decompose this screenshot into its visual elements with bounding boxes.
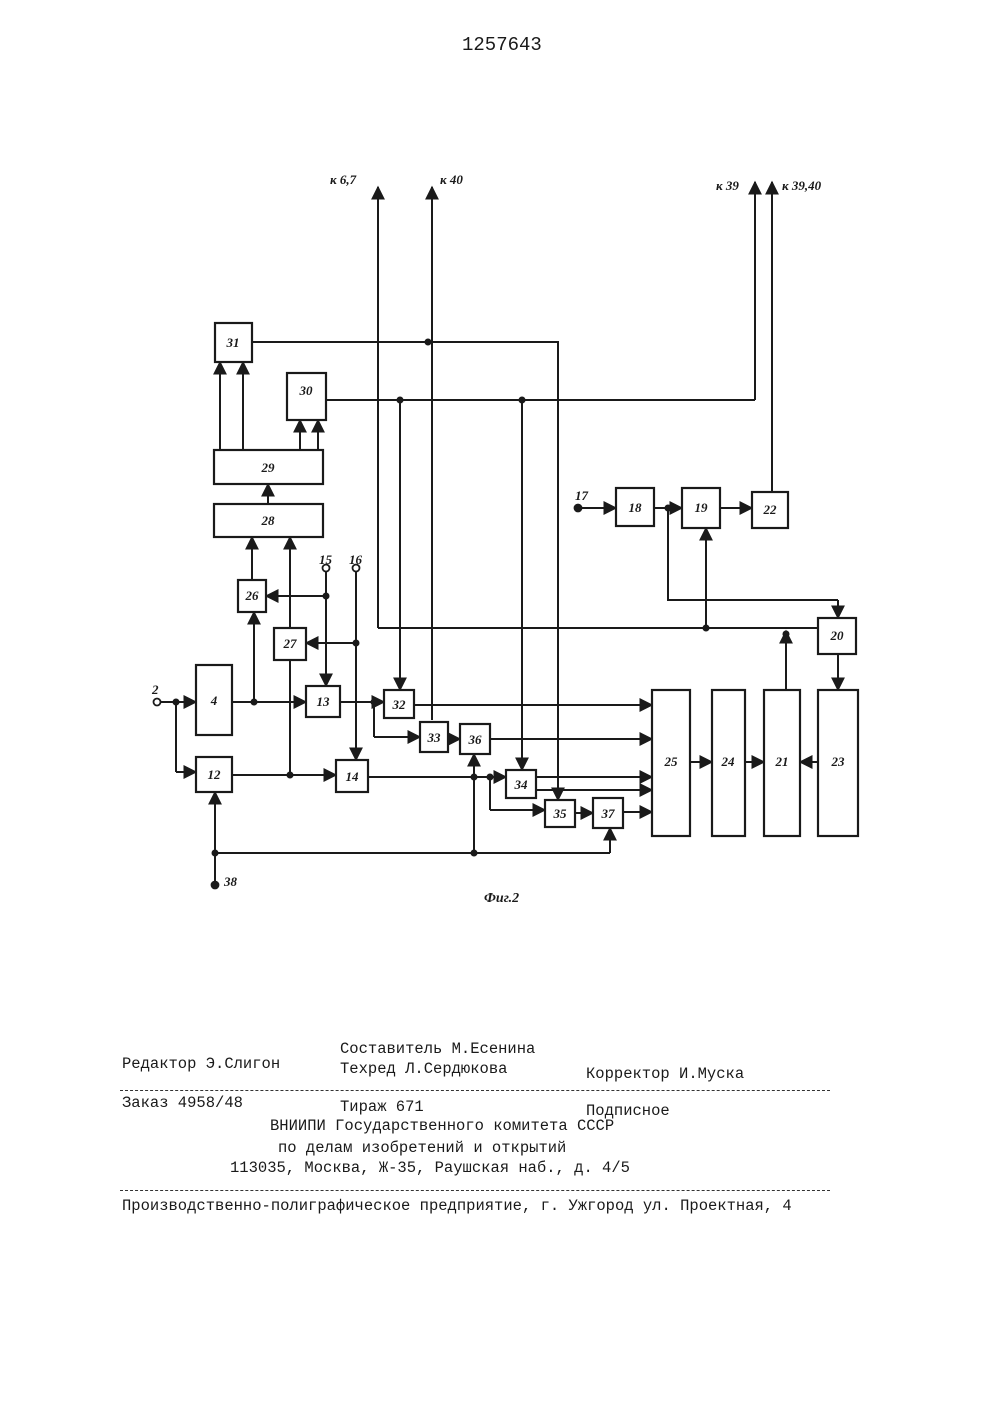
terminal-2 [154, 699, 161, 706]
svg-text:28: 28 [261, 513, 276, 528]
block-33: 33 [420, 722, 448, 752]
svg-text:19: 19 [695, 500, 709, 515]
block-26: 26 [238, 580, 266, 612]
terminal-38-label: 38 [223, 874, 238, 889]
svg-text:31: 31 [226, 335, 240, 350]
svg-text:24: 24 [721, 754, 736, 769]
block-30: 30 [287, 373, 326, 420]
svg-text:26: 26 [245, 588, 260, 603]
svg-text:12: 12 [208, 767, 222, 782]
divider-bottom [120, 1190, 830, 1191]
output-39-40-label: к 39,40 [782, 178, 822, 193]
block-31: 31 [215, 323, 252, 362]
svg-text:27: 27 [283, 636, 298, 651]
svg-text:35: 35 [553, 806, 568, 821]
svg-text:14: 14 [346, 769, 360, 784]
printer: Производственно-полиграфическое предприя… [122, 1197, 792, 1215]
svg-text:34: 34 [514, 777, 529, 792]
block-23: 23 [818, 690, 858, 836]
block-18: 18 [616, 488, 654, 526]
svg-text:29: 29 [261, 460, 276, 475]
block-27: 27 [274, 628, 306, 660]
svg-text:37: 37 [601, 806, 616, 821]
block-22: 22 [752, 492, 788, 528]
vniipi: ВНИИПИ Государственного комитета СССР [270, 1117, 614, 1135]
block-25: 25 [652, 690, 690, 836]
svg-text:30: 30 [299, 383, 314, 398]
block-24: 24 [712, 690, 745, 836]
terminal-17-label: 17 [575, 488, 589, 503]
block-34: 34 [506, 770, 536, 798]
block-diagram: 31 30 29 28 26 27 4 12 13 14 32 33 36 34… [0, 0, 1000, 1000]
block-37: 37 [593, 798, 623, 828]
svg-text:36: 36 [468, 732, 483, 747]
tehred: Техред Л.Сердюкова [340, 1060, 507, 1078]
svg-text:20: 20 [830, 628, 845, 643]
block-35: 35 [545, 800, 575, 827]
korrektor: Корректор И.Муска [586, 1065, 744, 1083]
figure-caption: Фиг.2 [484, 891, 519, 906]
address: 113035, Москва, Ж-35, Раушская наб., д. … [230, 1159, 630, 1177]
block-28: 28 [214, 504, 323, 537]
svg-text:21: 21 [775, 754, 789, 769]
svg-text:22: 22 [763, 502, 778, 517]
svg-text:13: 13 [317, 694, 331, 709]
terminal-2-label: 2 [151, 682, 159, 697]
terminal-38 [212, 882, 219, 889]
svg-text:23: 23 [831, 754, 846, 769]
block-36: 36 [460, 724, 490, 754]
output-40-label: к 40 [440, 172, 463, 187]
svg-text:4: 4 [210, 693, 218, 708]
zakaz: Заказ 4958/48 [122, 1094, 243, 1112]
output-6-7-label: к 6,7 [330, 172, 357, 187]
block-20: 20 [818, 618, 856, 654]
sostavitel: Составитель М.Есенина [340, 1040, 535, 1058]
block-12: 12 [196, 757, 232, 792]
svg-text:18: 18 [629, 500, 643, 515]
block-29: 29 [214, 450, 323, 484]
output-39-label: к 39 [716, 178, 739, 193]
terminal-15-label: 15 [319, 552, 333, 567]
block-21: 21 [764, 690, 800, 836]
terminal-16-label: 16 [349, 552, 363, 567]
tirazh: Тираж 671 [340, 1098, 424, 1116]
po-delam: по делам изобретений и открытий [278, 1139, 566, 1157]
redaktor: Редактор Э.Слигон [122, 1055, 280, 1073]
svg-text:32: 32 [392, 697, 407, 712]
block-4: 4 [196, 665, 232, 735]
divider-top [120, 1090, 830, 1091]
svg-text:25: 25 [664, 754, 679, 769]
block-13: 13 [306, 686, 340, 717]
svg-text:33: 33 [427, 730, 442, 745]
block-32: 32 [384, 690, 414, 718]
terminal-17 [575, 505, 582, 512]
block-19: 19 [682, 488, 720, 528]
block-14: 14 [336, 760, 368, 792]
